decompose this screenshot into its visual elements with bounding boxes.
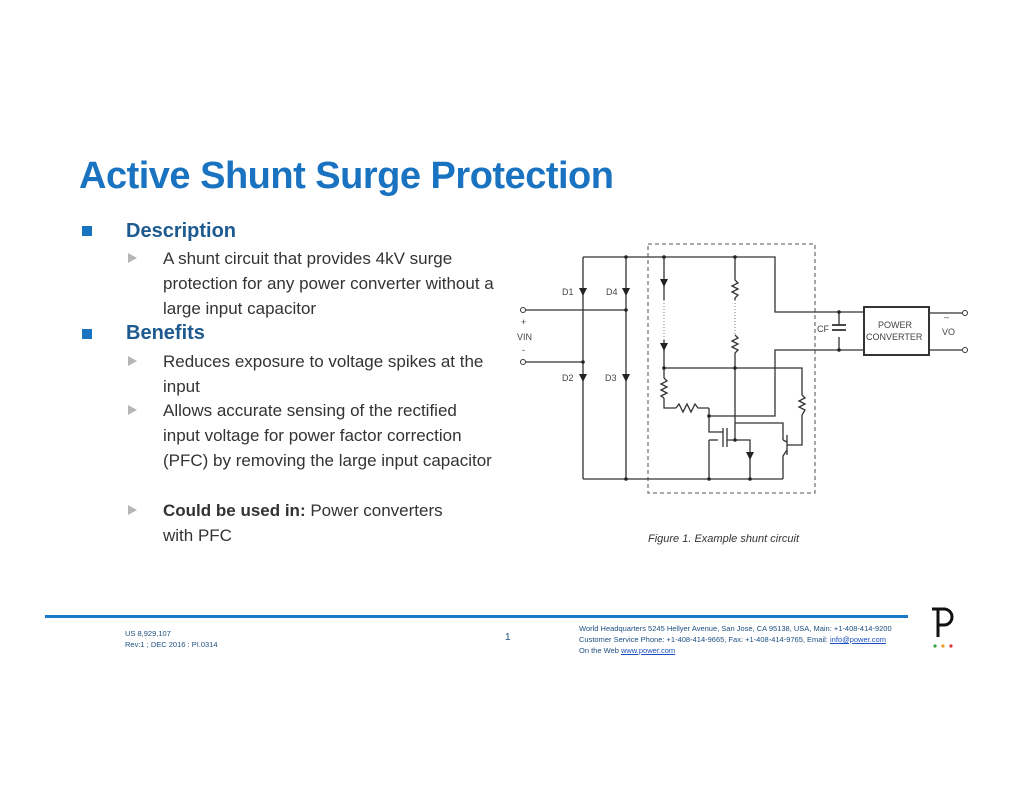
section-heading-description: Description (126, 220, 237, 242)
output-terminal (962, 310, 968, 316)
benefit-text: Power converters with PFC (163, 501, 443, 545)
input-terminal (520, 359, 526, 365)
power-integrations-logo (932, 607, 954, 648)
footer-revision: Rev:1 ; DEC 2016 : PI.0314 (125, 640, 218, 649)
footer-divider (45, 615, 908, 618)
email-link[interactable]: info@power.com (829, 635, 886, 644)
label-d3: D3 (605, 373, 617, 383)
bullet-icon (82, 226, 92, 236)
dashed-boundary (647, 243, 816, 494)
footer-web: On the Web www.power.com (579, 645, 675, 656)
label-plus: + (521, 317, 526, 327)
page-number: 1 (505, 632, 511, 643)
arrow-bullet-icon (128, 505, 137, 515)
bold-label: Could be used in: (163, 501, 306, 520)
arrow-bullet-icon (128, 356, 137, 366)
page-title: Active Shunt Surge Protection (79, 155, 614, 197)
figure-caption: Figure 1. Example shunt circuit (648, 533, 800, 545)
top-rail (583, 256, 864, 313)
web-text: On the Web (579, 646, 621, 655)
label-vo-minus: – (944, 312, 949, 322)
benefit-item: Reduces exposure to voltage spikes at th… (163, 352, 484, 396)
label-vin: VIN (517, 332, 532, 342)
description-text: A shunt circuit that provides 4kV surge … (163, 249, 494, 318)
arrow-bullet-icon (128, 253, 137, 263)
label-minus: - (522, 345, 525, 355)
label-vo: VO (942, 327, 955, 337)
power-converter-block (863, 306, 930, 356)
bullet-icon (82, 329, 92, 339)
label-power: POWER (878, 320, 913, 330)
label-converter: CONVERTER (866, 332, 923, 342)
website-link[interactable]: www.power.com (620, 646, 676, 655)
arrow-bullet-icon (128, 405, 137, 415)
benefit-item: Allows accurate sensing of the rectified… (163, 401, 492, 470)
cs-text: Customer Service Phone: +1-408-414-9665,… (579, 635, 830, 644)
footer-patent: US 8,929,107 (125, 629, 171, 638)
input-terminal (520, 307, 526, 313)
section-heading-benefits: Benefits (126, 322, 205, 344)
label-cf: CF (817, 324, 829, 334)
label-d2: D2 (562, 373, 574, 383)
benefit-item: Could be used in: Power converters with … (163, 498, 473, 548)
label-d4: D4 (606, 287, 618, 297)
footer-customer-service: Customer Service Phone: +1-408-414-9665,… (579, 634, 886, 645)
footer-hq: World Headquarters 5245 Hellyer Avenue, … (579, 624, 892, 633)
label-d1: D1 (562, 287, 574, 297)
output-terminal (962, 347, 968, 353)
